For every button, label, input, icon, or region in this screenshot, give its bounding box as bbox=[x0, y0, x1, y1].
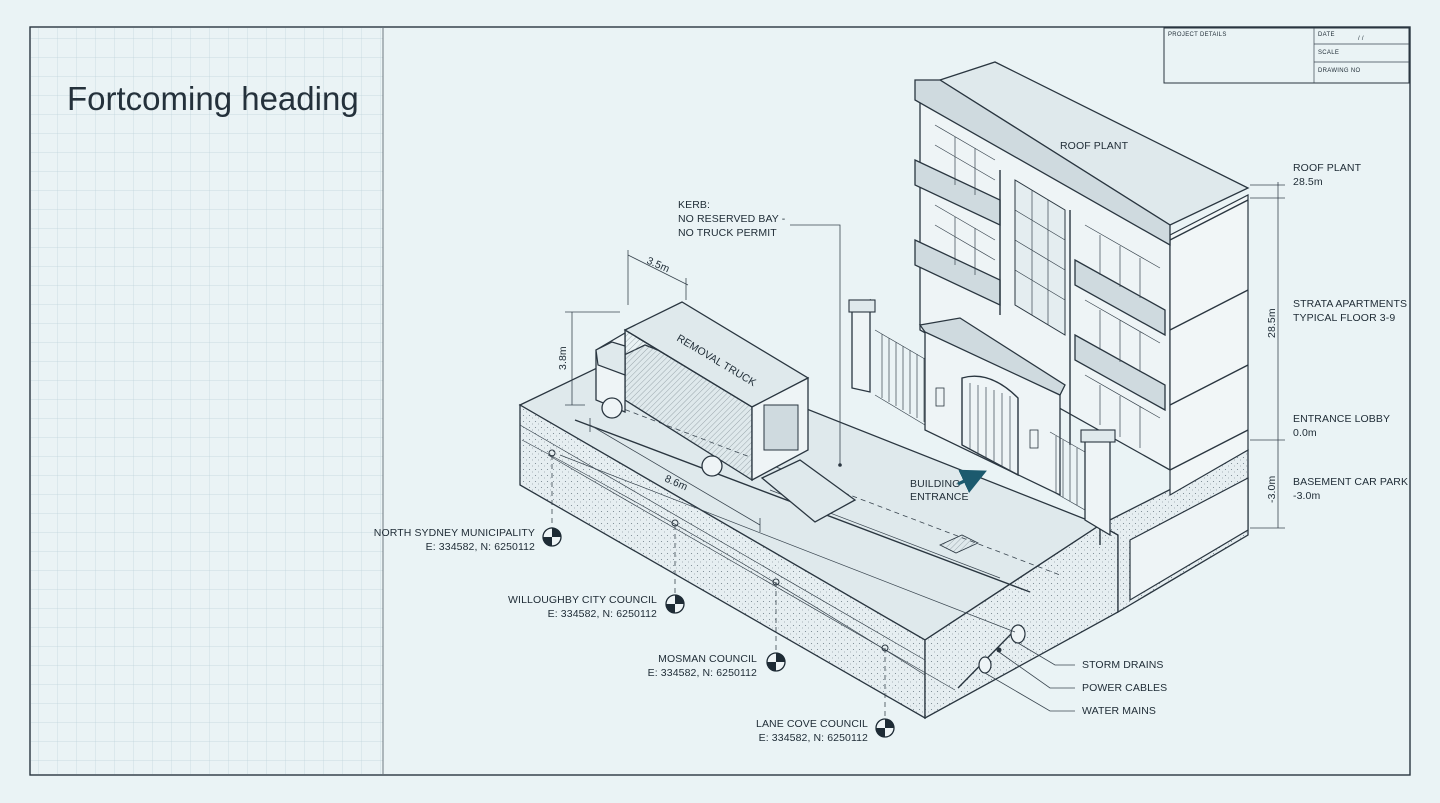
svg-text:NORTH SYDNEY MUNICIPALITY: NORTH SYDNEY MUNICIPALITY bbox=[374, 527, 535, 539]
kerb-note-line3: NO TRUCK PERMIT bbox=[678, 227, 777, 239]
datum-lane-cove: LANE COVE COUNCIL E: 334582, N: 6250112 bbox=[756, 718, 895, 744]
drawing-no-label: DRAWING NO bbox=[1318, 68, 1360, 74]
kerb-note-line2: NO RESERVED BAY - bbox=[678, 213, 786, 225]
grid-panel bbox=[31, 28, 383, 774]
level-lobby-value: 0.0m bbox=[1293, 427, 1317, 439]
roof-plant-label: ROOF PLANT bbox=[1060, 140, 1129, 152]
date-label: DATE bbox=[1318, 32, 1335, 38]
scale-label: SCALE bbox=[1318, 50, 1339, 56]
storm-drain-pipe bbox=[1010, 624, 1026, 644]
power-cable bbox=[996, 647, 1002, 653]
level-roof-value: 28.5m bbox=[1293, 176, 1323, 188]
level-lobby-name: ENTRANCE LOBBY bbox=[1293, 413, 1390, 425]
level-apartments-name: STRATA APARTMENTS bbox=[1293, 298, 1407, 310]
removal-truck: REMOVAL TRUCK bbox=[595, 301, 857, 523]
entrance-label-line1: BUILDING bbox=[910, 478, 960, 490]
datum-north-sydney: NORTH SYDNEY MUNICIPALITY E: 334582, N: … bbox=[374, 527, 562, 553]
datum-willoughby: WILLOUGHBY CITY COUNCIL E: 334582, N: 62… bbox=[508, 594, 685, 620]
entrance-label-line2: ENTRANCE bbox=[910, 491, 969, 503]
date-value: / / bbox=[1358, 36, 1364, 42]
title-block: PROJECT DETAILS DATE / / SCALE DRAWING N… bbox=[1163, 27, 1410, 84]
kerb-note: KERB: NO RESERVED BAY - NO TRUCK PERMIT bbox=[678, 199, 842, 467]
service-power-cables: POWER CABLES bbox=[1082, 682, 1167, 694]
truck-height-dim: 3.8m bbox=[557, 346, 569, 370]
building-height-dim: 28.5m bbox=[1266, 308, 1278, 338]
svg-text:E: 334582, N: 6250112: E: 334582, N: 6250112 bbox=[759, 732, 868, 744]
basement-depth-dim: -3.0m bbox=[1266, 476, 1278, 503]
svg-text:MOSMAN COUNCIL: MOSMAN COUNCIL bbox=[658, 653, 757, 665]
level-basement-value: -3.0m bbox=[1293, 490, 1320, 502]
page-heading: Fortcoming heading bbox=[67, 80, 359, 117]
loading-ramp bbox=[760, 459, 857, 523]
truck-wheel-rear bbox=[701, 455, 723, 477]
svg-text:WILLOUGHBY CITY COUNCIL: WILLOUGHBY CITY COUNCIL bbox=[508, 594, 657, 606]
level-roof-name: ROOF PLANT bbox=[1293, 162, 1362, 174]
level-labels: ROOF PLANT 28.5m STRATA APARTMENTS TYPIC… bbox=[1293, 162, 1408, 502]
entrance-gate bbox=[848, 298, 1116, 537]
service-water-mains: WATER MAINS bbox=[1082, 705, 1156, 717]
basement-section bbox=[1098, 448, 1249, 614]
apartment-building bbox=[914, 61, 1250, 497]
svg-text:LANE COVE COUNCIL: LANE COVE COUNCIL bbox=[756, 718, 868, 730]
service-storm-drains: STORM DRAINS bbox=[1082, 659, 1164, 671]
datum-points: NORTH SYDNEY MUNICIPALITY E: 334582, N: … bbox=[374, 449, 895, 744]
building-entrance-callout: BUILDING ENTRANCE bbox=[910, 469, 987, 503]
entrance-arrow-icon bbox=[957, 469, 987, 494]
level-basement-name: BASEMENT CAR PARK bbox=[1293, 476, 1408, 488]
sheet-border bbox=[29, 26, 1411, 776]
svg-text:E: 334582, N: 6250112: E: 334582, N: 6250112 bbox=[426, 541, 535, 553]
datum-mosman: MOSMAN COUNCIL E: 334582, N: 6250112 bbox=[648, 652, 786, 679]
svg-text:E: 334582, N: 6250112: E: 334582, N: 6250112 bbox=[548, 608, 657, 620]
kerb-note-line1: KERB: bbox=[678, 199, 710, 211]
truck-wheel-front bbox=[601, 397, 623, 419]
project-details-label: PROJECT DETAILS bbox=[1168, 32, 1227, 38]
service-pipes bbox=[547, 454, 1026, 691]
level-dimensions: 28.5m -3.0m bbox=[1250, 182, 1285, 529]
svg-text:E: 334582, N: 6250112: E: 334582, N: 6250112 bbox=[648, 667, 757, 679]
water-main-pipe bbox=[978, 656, 992, 674]
level-apartments-value: TYPICAL FLOOR 3-9 bbox=[1293, 312, 1395, 324]
drain-grate bbox=[939, 534, 979, 554]
truck-width-dim: 3.5m bbox=[645, 255, 672, 276]
service-labels: STORM DRAINS POWER CABLES WATER MAINS bbox=[984, 642, 1167, 717]
